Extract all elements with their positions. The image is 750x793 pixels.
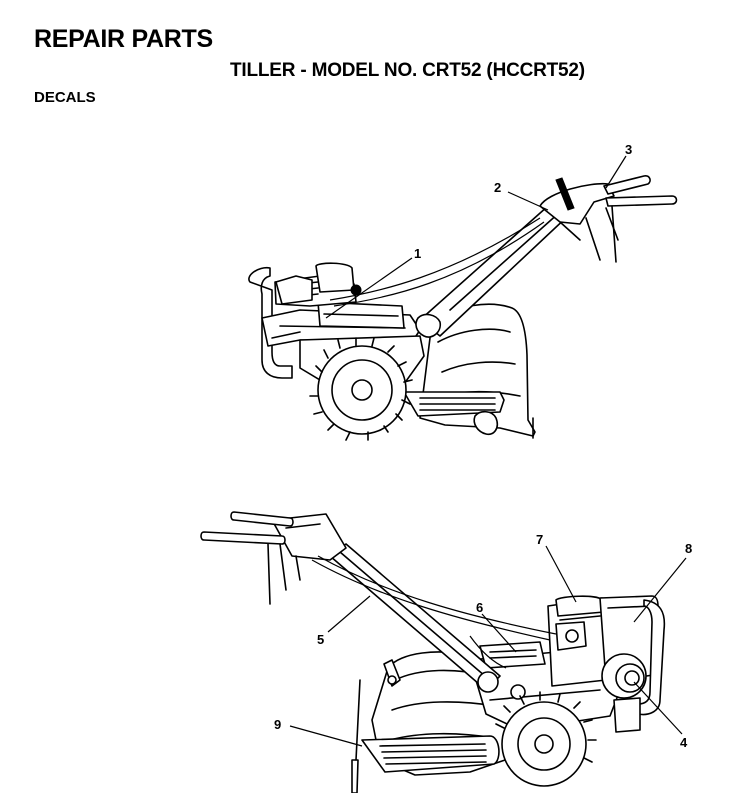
- section-heading: DECALS: [34, 89, 96, 106]
- callout-8: 8: [685, 541, 692, 556]
- callout-4: 4: [680, 735, 688, 750]
- tiller-top-drawing: [248, 175, 678, 441]
- callout-7: 7: [536, 532, 543, 547]
- callout-1: 1: [414, 246, 421, 261]
- model-subtitle: TILLER - MODEL NO. CRT52 (HCCRT52): [230, 60, 585, 81]
- page-title: REPAIR PARTS: [34, 25, 213, 53]
- tiller-bottom-drawing: [200, 511, 666, 793]
- callout-6: 6: [476, 600, 483, 615]
- leader-lines: [289, 155, 687, 747]
- callout-3: 3: [625, 142, 632, 157]
- callout-5: 5: [317, 632, 324, 647]
- callout-2: 2: [494, 180, 501, 195]
- callout-9: 9: [274, 717, 281, 732]
